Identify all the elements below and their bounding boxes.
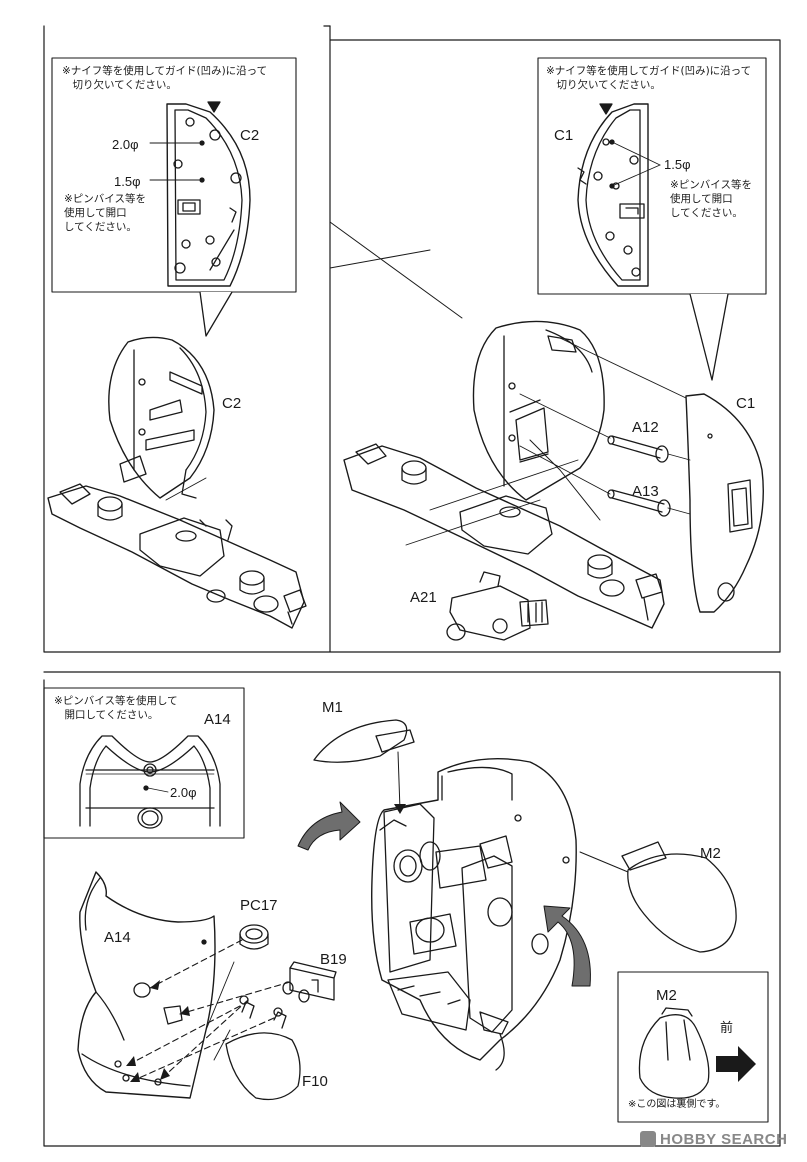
f10-label: F10 — [302, 1073, 328, 1090]
rotate-arrow-right — [543, 905, 591, 987]
c2-assembly-label: C2 — [222, 395, 242, 412]
m2-back-view-drawing — [638, 1007, 710, 1099]
callout-box-c1 — [537, 57, 767, 381]
c1-callout-label: C1 — [554, 127, 574, 144]
leader-lines — [329, 221, 463, 319]
rotate-arrow-left — [297, 801, 361, 851]
watermark-text: HOBBY SEARCH — [660, 1131, 788, 1148]
watermark-logo-icon — [640, 1131, 656, 1147]
b19-part-drawing — [282, 961, 337, 1003]
a14-dim-2-0: 2.0φ — [170, 785, 197, 800]
callout-box-m2 — [617, 971, 769, 1123]
solid-leader-lines — [205, 961, 235, 1061]
right-assembly-drawing — [343, 320, 764, 641]
part-c2-detail-drawing — [149, 101, 251, 287]
m2-back-side-note: ※この図は裏側です。 — [628, 1099, 726, 1110]
c2-cut-note: ※ナイフ等を使用してガイド(凹み)に沿って 切り欠いてください。 — [62, 65, 268, 91]
m1-part-drawing — [313, 719, 415, 814]
b19-label: B19 — [320, 951, 347, 968]
c2-drill-note: ※ピンバイス等を 使用して開口 してください。 — [64, 193, 146, 233]
part-c1-detail-drawing — [577, 103, 661, 287]
dashed-arrow-heads — [126, 980, 190, 1082]
a14-label: A14 — [104, 929, 131, 946]
c2-dim-1-5: 1.5φ — [114, 174, 141, 189]
c1-dim-1-5: 1.5φ — [664, 157, 691, 172]
callout-box-a14 — [43, 687, 245, 839]
c1-drill-note: ※ピンバイス等を 使用して開口 してください。 — [670, 179, 752, 219]
front-direction-arrow — [716, 1046, 756, 1082]
pc17-part-drawing — [239, 924, 269, 950]
c2-dim-2-0: 2.0φ — [112, 137, 139, 152]
front-direction-label: 前 — [720, 1021, 734, 1036]
head-assembly-drawing — [371, 758, 577, 1071]
m2-callout-label: M2 — [656, 987, 677, 1004]
a14-drill-note: ※ピンバイス等を使用して 開口してください。 — [54, 695, 178, 721]
c1-cut-note: ※ナイフ等を使用してガイド(凹み)に沿って 切り欠いてください。 — [546, 65, 752, 91]
m2-part-drawing — [579, 841, 737, 953]
c1-assembly-label: C1 — [736, 395, 756, 412]
pc17-label: PC17 — [240, 897, 278, 914]
left-assembly-drawing — [47, 336, 307, 629]
callout-box-c2 — [51, 57, 297, 337]
a12-label: A12 — [632, 419, 659, 436]
m2-label: M2 — [700, 845, 721, 862]
c2-callout-label: C2 — [240, 127, 260, 144]
a14-shell-drawing — [77, 871, 216, 1099]
page-frame — [43, 25, 781, 1147]
dashed-assembly-arrows — [125, 939, 291, 1083]
part-a14-detail-drawing — [79, 735, 221, 829]
m1-label: M1 — [322, 699, 343, 716]
a13-label: A13 — [632, 483, 659, 500]
a21-label: A21 — [410, 589, 437, 606]
a14-callout-label: A14 — [204, 711, 231, 728]
f10-part-drawing — [225, 995, 301, 1101]
